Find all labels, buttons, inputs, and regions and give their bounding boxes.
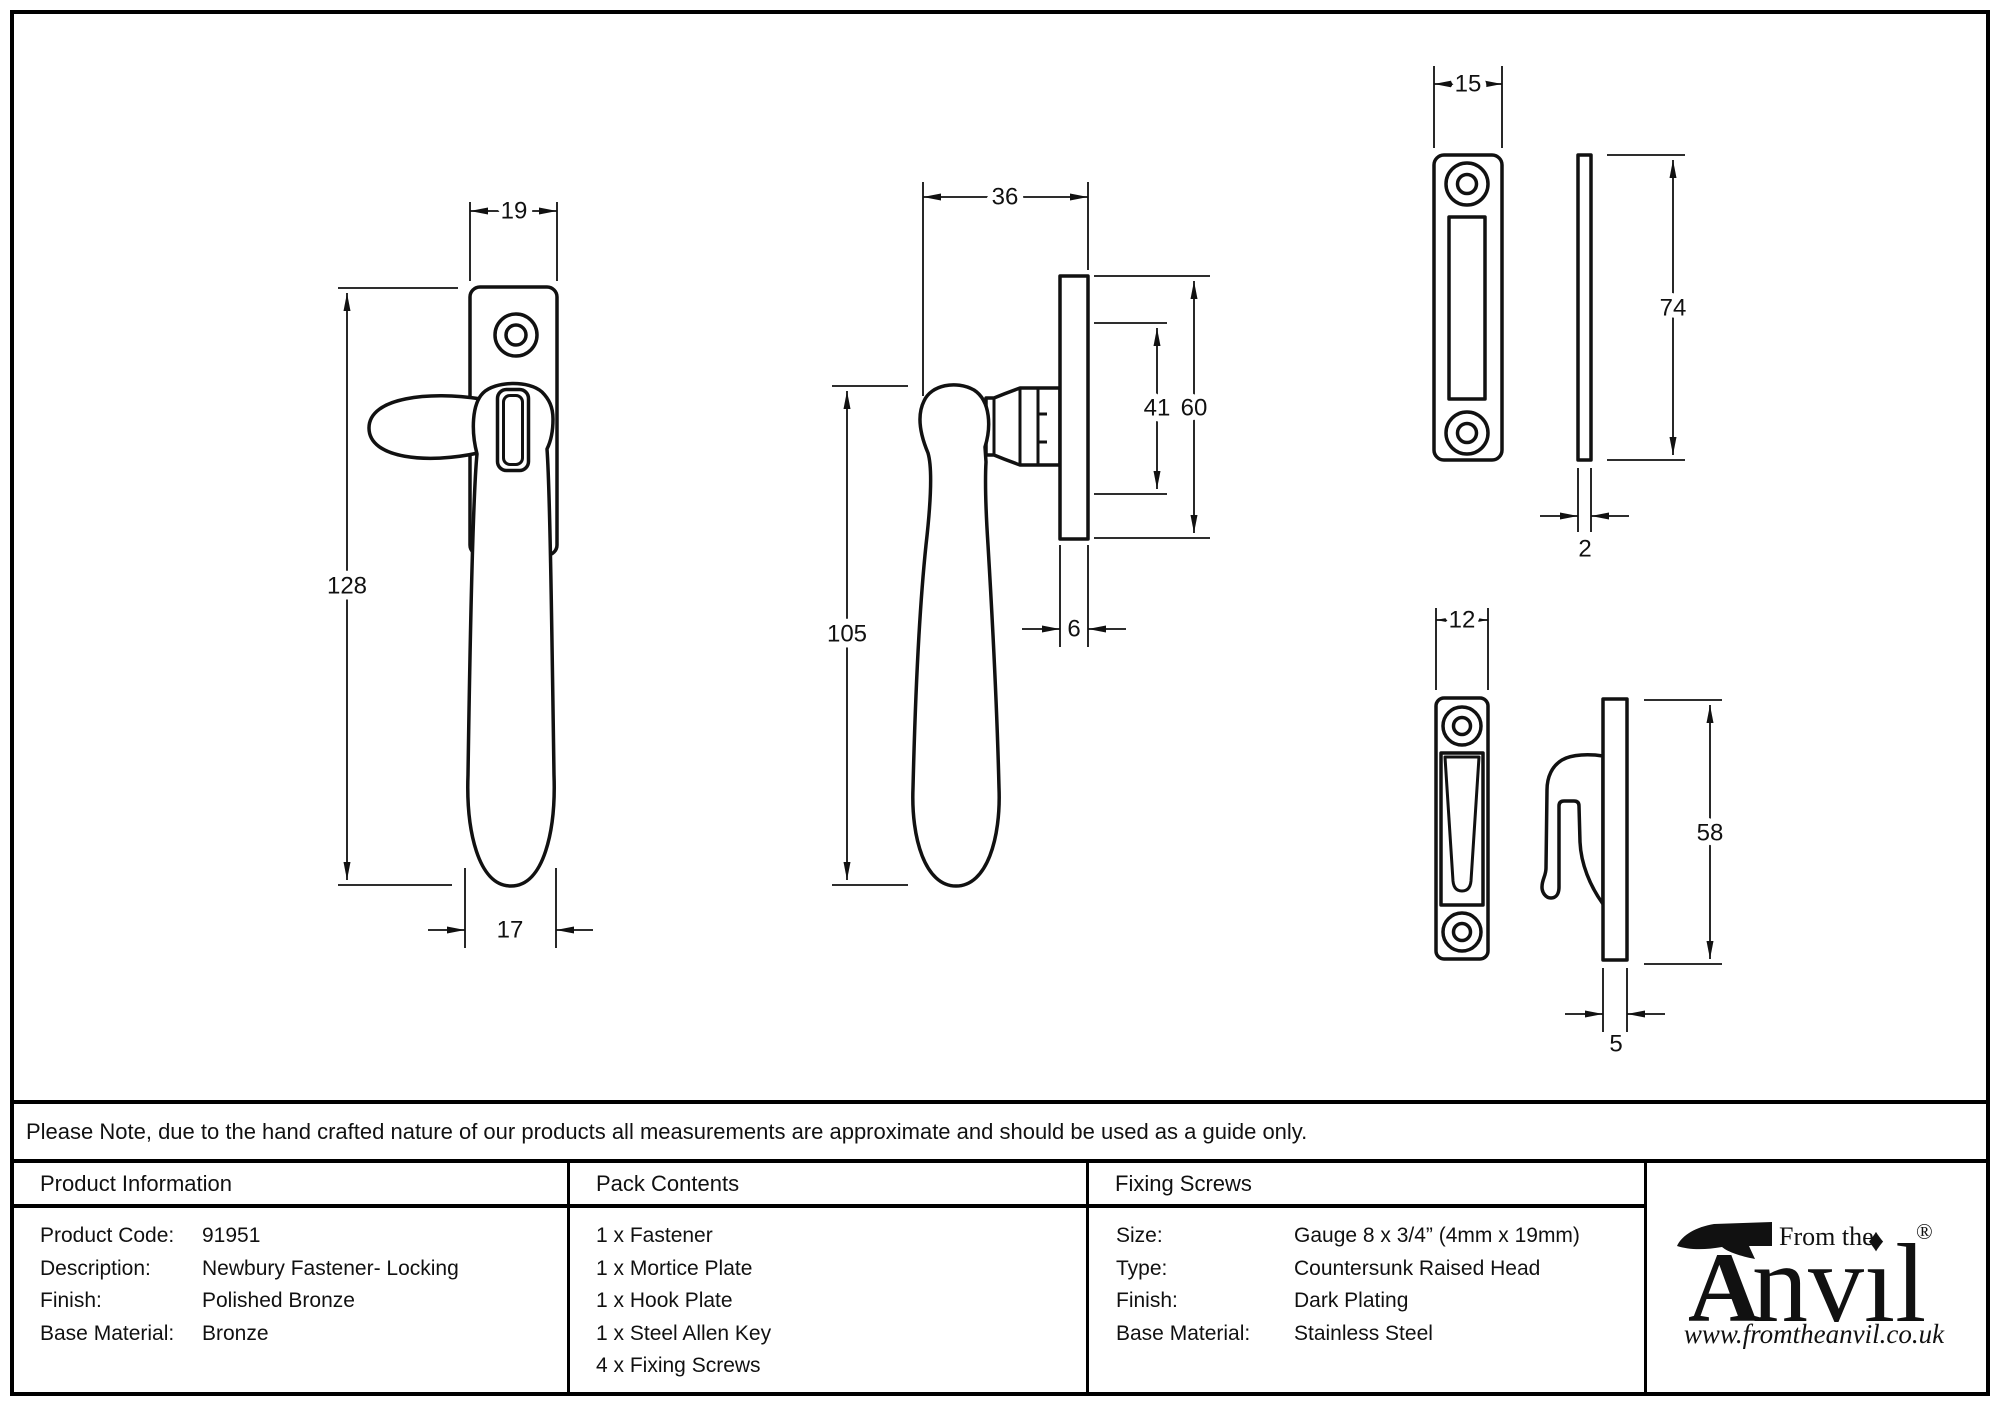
brand-logo-cell: A nvıl From the ♦ ® www.fromtheanvil.co.… <box>1647 1163 1986 1392</box>
row-value: 91951 <box>202 1224 261 1247</box>
logo-url: www.fromtheanvil.co.uk <box>1683 1319 1944 1349</box>
table-row: Finish: Dark Plating <box>1089 1285 1644 1318</box>
registered-trademark-icon: ® <box>1916 1219 1933 1244</box>
hook-plate-slot <box>1439 751 1485 907</box>
dimension-label-front-bottom-width: 17 <box>497 917 524 944</box>
logo-word-nvil: nvıl <box>1752 1222 1926 1346</box>
dim-fastener-front-width: 19 <box>469 192 558 281</box>
dimension-label-side-plate-thickness: 6 <box>1067 616 1080 643</box>
fastener-side-handle <box>911 383 1001 888</box>
row-label: Product Code: <box>40 1224 175 1247</box>
dim-fastener-side-plate-thickness: 6 <box>1022 545 1126 649</box>
dimension-label-side-handle-length: 105 <box>827 621 867 648</box>
pack-item: 1 x Steel Allen Key <box>596 1321 772 1345</box>
pack-item: 1 x Fastener <box>596 1224 713 1247</box>
fastener-front-handle-lobe <box>367 394 483 461</box>
row-value: Newbury Fastener- Locking <box>202 1256 459 1280</box>
row-label: Description: <box>40 1256 151 1280</box>
row-value: Dark Plating <box>1294 1289 1409 1312</box>
row-label: Type: <box>1116 1256 1168 1280</box>
logo-letter-a: A <box>1688 1232 1760 1343</box>
measurement-note: Please Note, due to the hand crafted nat… <box>26 1118 1308 1144</box>
fixing-screws-column: Fixing Screws Size: Gauge 8 x 3/4” (4mm … <box>1089 1163 1647 1392</box>
fastener-front-view-drawing: 19 128 17 <box>321 192 593 950</box>
dimension-label-mortice-height: 74 <box>1660 295 1687 322</box>
dimension-label-mortice-thickness: 2 <box>1578 536 1591 563</box>
fastener-side-view-drawing: 36 105 41 60 <box>821 178 1213 888</box>
dimension-label-front-height: 128 <box>327 573 367 600</box>
row-value: Stainless Steel <box>1294 1321 1433 1345</box>
pack-contents-body: 1 x Fastener 1 x Mortice Plate 1 x Hook … <box>570 1208 1086 1392</box>
row-value: Bronze <box>202 1321 269 1345</box>
technical-drawing: 19 128 17 <box>321 65 1729 1064</box>
dim-hook-width: 12 <box>1435 601 1489 690</box>
column-title: Fixing Screws <box>1115 1170 1252 1196</box>
hook-plate-hook <box>1540 753 1605 906</box>
fastener-front-handle <box>466 381 556 888</box>
table-row: Finish: Polished Bronze <box>14 1285 567 1318</box>
dim-hook-height: 58 <box>1644 699 1729 965</box>
dimension-label-mortice-width: 15 <box>1455 71 1482 98</box>
pack-item: 1 x Hook Plate <box>596 1289 733 1312</box>
product-information-header: Product Information <box>14 1163 567 1208</box>
dimension-label-side-plate-inner: 41 <box>1144 395 1171 422</box>
dim-fastener-side-handle-length: 105 <box>821 385 908 886</box>
column-title: Pack Contents <box>596 1170 740 1196</box>
fastener-side-plate <box>1058 274 1090 541</box>
hook-plate-side <box>1601 697 1629 962</box>
row-value: Gauge 8 x 3/4” (4mm x 19mm) <box>1294 1224 1580 1247</box>
pack-contents-header: Pack Contents <box>570 1163 1086 1208</box>
dim-mortice-width: 15 <box>1433 65 1503 148</box>
table-row: Size: Gauge 8 x 3/4” (4mm x 19mm) <box>1089 1220 1644 1253</box>
fastener-front-lock-slider <box>495 387 531 473</box>
from-the-anvil-logo: A nvıl From the ♦ ® www.fromtheanvil.co.… <box>1676 1219 1945 1349</box>
table-row: Description: Newbury Fastener- Locking <box>14 1253 567 1286</box>
mortice-plate-slot <box>1447 215 1487 401</box>
dimension-label-hook-thickness: 5 <box>1609 1031 1622 1058</box>
logo-from-the: From the <box>1779 1222 1874 1251</box>
measurement-note-row: Please Note, due to the hand crafted nat… <box>14 1104 1986 1163</box>
fixing-screws-header: Fixing Screws <box>1089 1163 1644 1208</box>
pack-item: 4 x Fixing Screws <box>596 1354 761 1377</box>
fixing-screws-body: Size: Gauge 8 x 3/4” (4mm x 19mm) Type: … <box>1089 1208 1644 1392</box>
table-row: Base Material: Stainless Steel <box>1089 1318 1644 1351</box>
diamond-icon: ♦ <box>1867 1222 1883 1258</box>
product-information-body: Product Code: 91951 Description: Newbury… <box>14 1208 567 1392</box>
table-row: Product Code: 91951 <box>14 1220 567 1253</box>
dim-fastener-side-plate-height: 60 <box>1094 275 1213 539</box>
row-label: Size: <box>1116 1224 1163 1247</box>
row-label: Finish: <box>40 1289 102 1312</box>
dimension-label-side-projection: 36 <box>992 184 1019 211</box>
product-information-column: Product Information Product Code: 91951 … <box>14 1163 570 1392</box>
dim-mortice-height: 74 <box>1607 154 1692 461</box>
dimension-label-side-plate-height: 60 <box>1181 395 1208 422</box>
page-border <box>10 10 1990 1396</box>
table-row: Type: Countersunk Raised Head <box>1089 1253 1644 1286</box>
dim-mortice-thickness: 2 <box>1540 468 1629 569</box>
dim-fastener-front-handle-end: 17 <box>428 868 593 950</box>
dim-fastener-front-height: 128 <box>321 287 458 886</box>
column-title: Product Information <box>40 1170 232 1196</box>
row-label: Base Material: <box>40 1321 175 1345</box>
dim-fastener-side-projection: 36 <box>922 178 1089 396</box>
mortice-plate-side <box>1576 153 1593 462</box>
dimension-label-hook-width: 12 <box>1449 607 1476 634</box>
hook-plate-drawing: 12 58 5 <box>1434 601 1729 1064</box>
pack-item: 1 x Mortice Plate <box>596 1256 753 1280</box>
anvil-icon <box>1676 1221 1772 1259</box>
info-table: Product Information Product Code: 91951 … <box>14 1163 1986 1392</box>
row-label: Finish: <box>1116 1289 1178 1312</box>
info-section: Please Note, due to the hand crafted nat… <box>14 1100 1986 1392</box>
table-row: Base Material: Bronze <box>14 1318 567 1351</box>
mortice-plate-drawing: 15 74 2 <box>1432 65 1692 569</box>
row-value: Countersunk Raised Head <box>1294 1256 1541 1280</box>
fastener-side-knob <box>984 386 1062 467</box>
dim-fastener-side-plate-inner: 41 <box>1094 322 1176 495</box>
row-value: Polished Bronze <box>202 1289 355 1312</box>
pack-contents-column: Pack Contents 1 x Fastener 1 x Mortice P… <box>570 1163 1089 1392</box>
row-label: Base Material: <box>1116 1321 1251 1345</box>
dimension-label-front-width: 19 <box>501 198 528 225</box>
dim-hook-thickness: 5 <box>1565 968 1665 1064</box>
dimension-label-hook-height: 58 <box>1697 820 1724 847</box>
